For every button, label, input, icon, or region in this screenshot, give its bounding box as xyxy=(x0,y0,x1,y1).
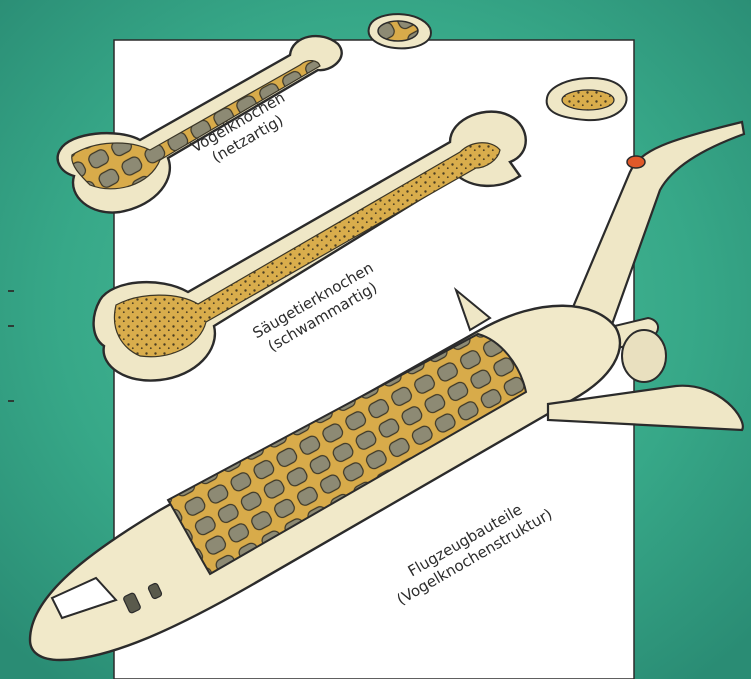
bird-bone-cross-section xyxy=(369,14,431,48)
tail-light xyxy=(627,156,645,168)
airplane-engine xyxy=(622,330,666,382)
mammal-bone-cross-section xyxy=(547,78,627,120)
